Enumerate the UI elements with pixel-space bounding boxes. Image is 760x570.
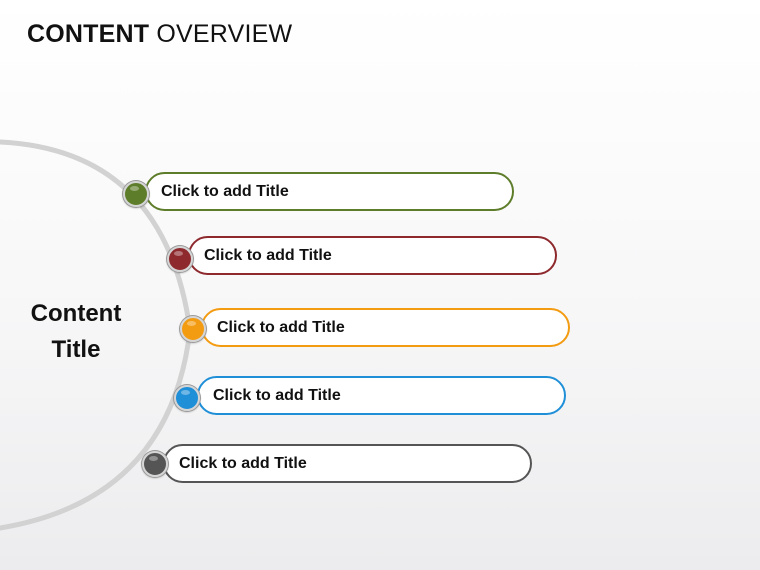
item-pill-2[interactable] [188,236,557,275]
item-dot-4 [174,385,200,411]
item-label-1[interactable]: Click to add Title [161,183,289,200]
item-dot-1 [123,181,149,207]
center-title-line-1: Content [30,300,122,327]
slide-title: CONTENT OVERVIEW [27,20,292,49]
center-content-title: Content Title [16,296,136,368]
item-label-5[interactable]: Click to add Title [179,455,307,472]
center-title-line-2: Title [51,336,101,363]
item-pill-3[interactable] [201,308,570,347]
item-dot-2 [167,246,193,272]
item-pill-4[interactable] [197,376,566,415]
item-label-2[interactable]: Click to add Title [204,247,332,264]
item-label-3[interactable]: Click to add Title [217,319,345,336]
title-light-word: OVERVIEW [156,20,293,48]
item-dot-3 [180,316,206,342]
title-bold-word: CONTENT [27,20,150,48]
item-dot-5 [142,451,168,477]
item-label-4[interactable]: Click to add Title [213,387,341,404]
item-pill-5[interactable] [163,444,532,483]
